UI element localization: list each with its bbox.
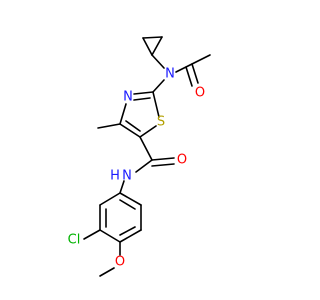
atom-o-amide: O — [177, 153, 187, 168]
atom-o-acetyl: O — [195, 86, 205, 101]
bond — [119, 199, 136, 210]
bond — [151, 54, 165, 69]
atom-cl: Cl — [68, 233, 81, 248]
bond — [99, 192, 121, 206]
bond — [83, 229, 101, 240]
bond — [139, 125, 157, 138]
bond — [119, 229, 142, 243]
bond — [119, 123, 141, 138]
bond — [152, 79, 165, 93]
bond — [119, 180, 125, 194]
bond — [119, 192, 142, 206]
bond — [142, 36, 163, 39]
bond — [152, 91, 160, 118]
atom-h-amide: H — [110, 169, 120, 184]
bond — [139, 136, 153, 161]
bond — [133, 91, 154, 95]
bond — [191, 63, 199, 84]
bond — [119, 103, 127, 125]
bond — [151, 36, 163, 56]
bond — [99, 267, 115, 277]
bond — [119, 226, 136, 236]
bond — [125, 120, 141, 132]
bond — [135, 159, 153, 173]
bond — [191, 54, 211, 65]
bond — [97, 123, 121, 129]
bond — [99, 229, 121, 243]
atom-o-methoxy: O — [115, 255, 125, 270]
atom-labels: N O N S O N H Cl O — [68, 67, 205, 270]
bond — [133, 97, 151, 101]
bond — [175, 63, 193, 73]
bond — [151, 157, 175, 161]
atom-n-amide: N — [122, 169, 132, 184]
bond — [151, 163, 175, 167]
bond — [185, 66, 193, 87]
atom-n-ring: N — [123, 90, 133, 105]
atom-n-top: N — [165, 67, 175, 82]
bonds — [83, 36, 211, 277]
molecule-diagram: N O N S O N H Cl O — [68, 36, 211, 277]
atom-s-ring: S — [157, 115, 165, 130]
bond — [142, 37, 153, 56]
